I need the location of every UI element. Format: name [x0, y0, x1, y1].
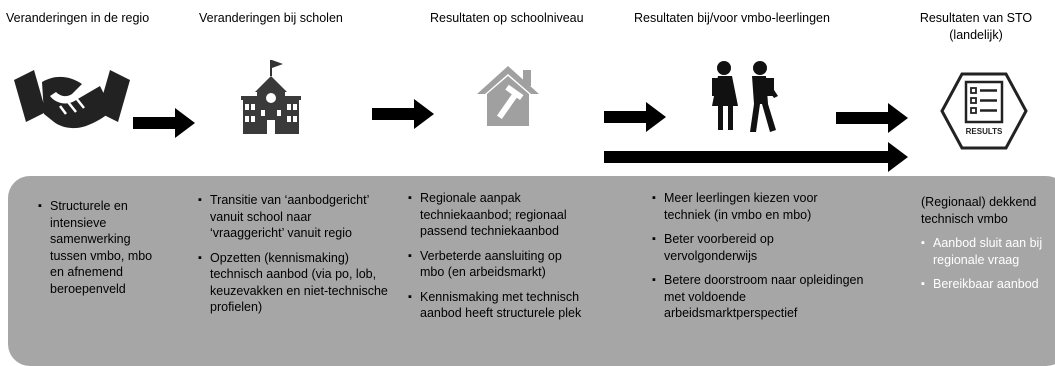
arrow-3 [604, 102, 666, 132]
list-item: Aanbod sluit aan bij regionale vraag [921, 235, 1051, 268]
list-item: Meer leerlingen kiezen voor techniek (in… [652, 190, 864, 223]
stage-title-schoolniveau: Resultaten op schoolniveau [430, 11, 584, 25]
stage-title-sto: Resultaten van STO (landelijk) [917, 10, 1035, 44]
list-item: Regionale aanpak techniekaanbod; regiona… [408, 190, 586, 240]
stage-title-scholen: Veranderingen bij scholen [199, 11, 343, 25]
list-item: Betere doorstroom naar opleidingen met v… [652, 272, 864, 322]
list-item: Kennismaking met technisch aanbod heeft … [408, 289, 586, 322]
column-schoolniveau: Regionale aanpak techniekaanbod; regiona… [408, 190, 586, 322]
handshake-icon [14, 70, 130, 129]
long-arrow [604, 142, 908, 172]
results-badge: RESULTS [966, 127, 1003, 136]
stage-title-regio: Veranderingen in de regio [6, 11, 150, 25]
school-building-icon [241, 60, 301, 134]
list-item: Opzetten (kennismaking) technisch aanbod… [198, 250, 388, 316]
results-checklist-icon: RESULTS [940, 72, 1028, 150]
house-tools-icon [477, 66, 539, 126]
arrow-2 [372, 99, 434, 129]
stage-title-vmbo-leerlingen: Resultaten bij/voor vmbo-leerlingen [634, 11, 830, 25]
column-vmbo-leerlingen: Meer leerlingen kiezen voor techniek (in… [652, 190, 864, 322]
column-sto: (Regionaal) dekkend technisch vmbo Aanbo… [921, 194, 1051, 293]
stage-title-sto-line2: (landelijk) [949, 28, 1003, 42]
list-item: Transitie van ‘aanbodgericht’ vanuit sch… [198, 192, 388, 242]
arrow-1 [133, 108, 195, 138]
arrow-4 [836, 103, 908, 133]
list-item: Bereikbaar aanbod [921, 276, 1051, 293]
list-item: Verbeterde aansluiting op mbo (en arbeid… [408, 248, 586, 281]
column-scholen: Transitie van ‘aanbodgericht’ vanuit sch… [198, 192, 388, 316]
stage-title-sto-line1: Resultaten van STO [919, 11, 1033, 25]
column-regio: Structurele en intensieve samenwerking t… [38, 198, 156, 297]
list-item: Beter voorbereid op vervolgonderwijs [652, 231, 864, 264]
students-icon [712, 61, 778, 132]
list-item: Structurele en intensieve samenwerking t… [38, 198, 156, 297]
sto-intro: (Regionaal) dekkend technisch vmbo [921, 195, 1037, 226]
